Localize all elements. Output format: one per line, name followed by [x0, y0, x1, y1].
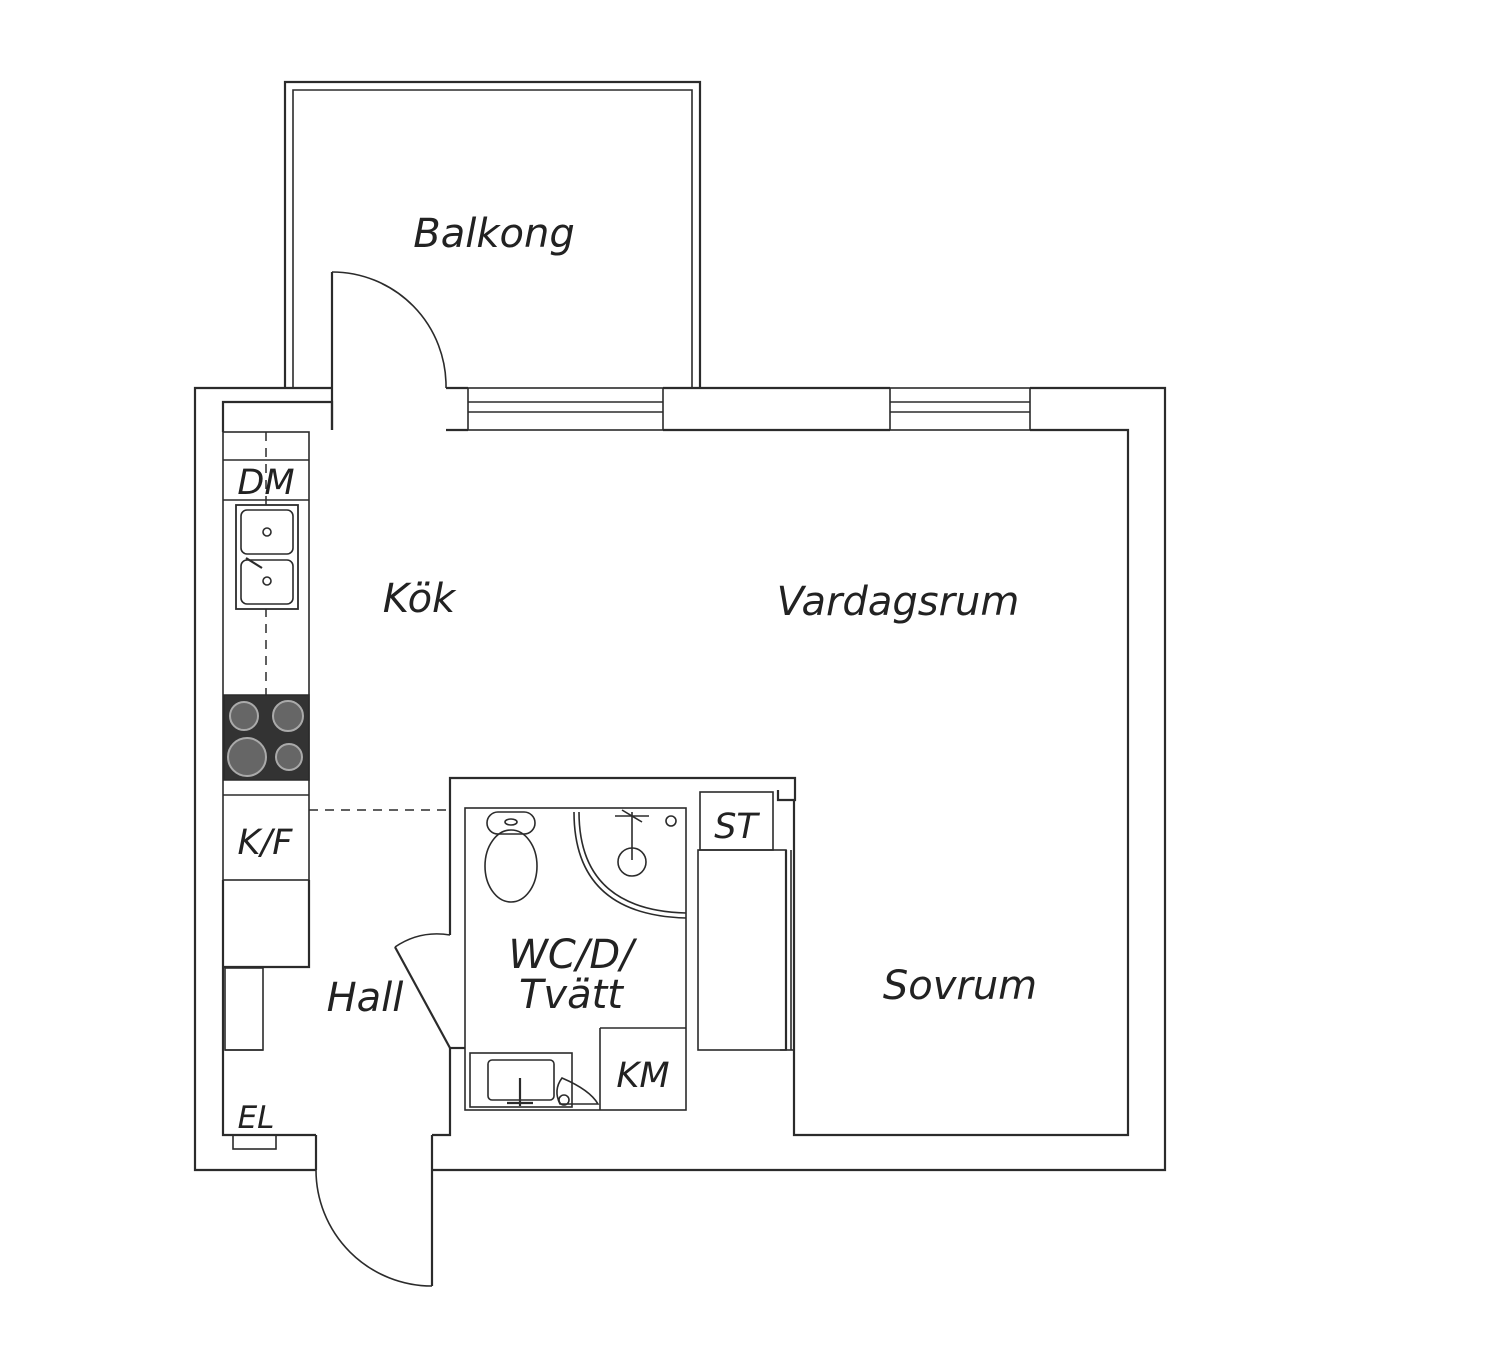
- drain-fixture: [556, 1077, 600, 1106]
- balcony: [283, 80, 702, 388]
- room-label-vardagsrum: Vardagsrum: [777, 579, 1020, 625]
- toilet: [484, 811, 538, 903]
- fixture-label-el: EL: [238, 1100, 275, 1136]
- fixture-label-kf: K/F: [238, 823, 294, 863]
- bathroom-door: [394, 933, 451, 1049]
- fixture-label-km: KM: [616, 1056, 669, 1096]
- bathroom-walls: [448, 776, 797, 1111]
- fixture-label-st: ST: [714, 807, 760, 847]
- window-right: [889, 387, 1031, 431]
- storage-closet: [697, 791, 794, 1051]
- balcony-door: [330, 271, 447, 430]
- outer-walls: [193, 386, 1167, 1172]
- room-label-bath-line2: Tvätt: [519, 972, 624, 1018]
- fixture-label-dm: DM: [237, 463, 294, 503]
- kitchen-sink: [235, 504, 299, 610]
- washbasin: [469, 1052, 573, 1108]
- entrance-door: [314, 1135, 434, 1287]
- room-label-balkong: Balkong: [413, 211, 574, 257]
- window-left: [467, 387, 664, 431]
- stove: [223, 694, 310, 781]
- room-label-sovrum: Sovrum: [883, 963, 1037, 1009]
- room-label-bath-line1: WC/D/: [508, 932, 638, 978]
- shower: [573, 809, 687, 919]
- room-label-hall: Hall: [327, 975, 404, 1021]
- hall-walls: [223, 880, 311, 1150]
- room-label-kok: Kök: [383, 576, 457, 622]
